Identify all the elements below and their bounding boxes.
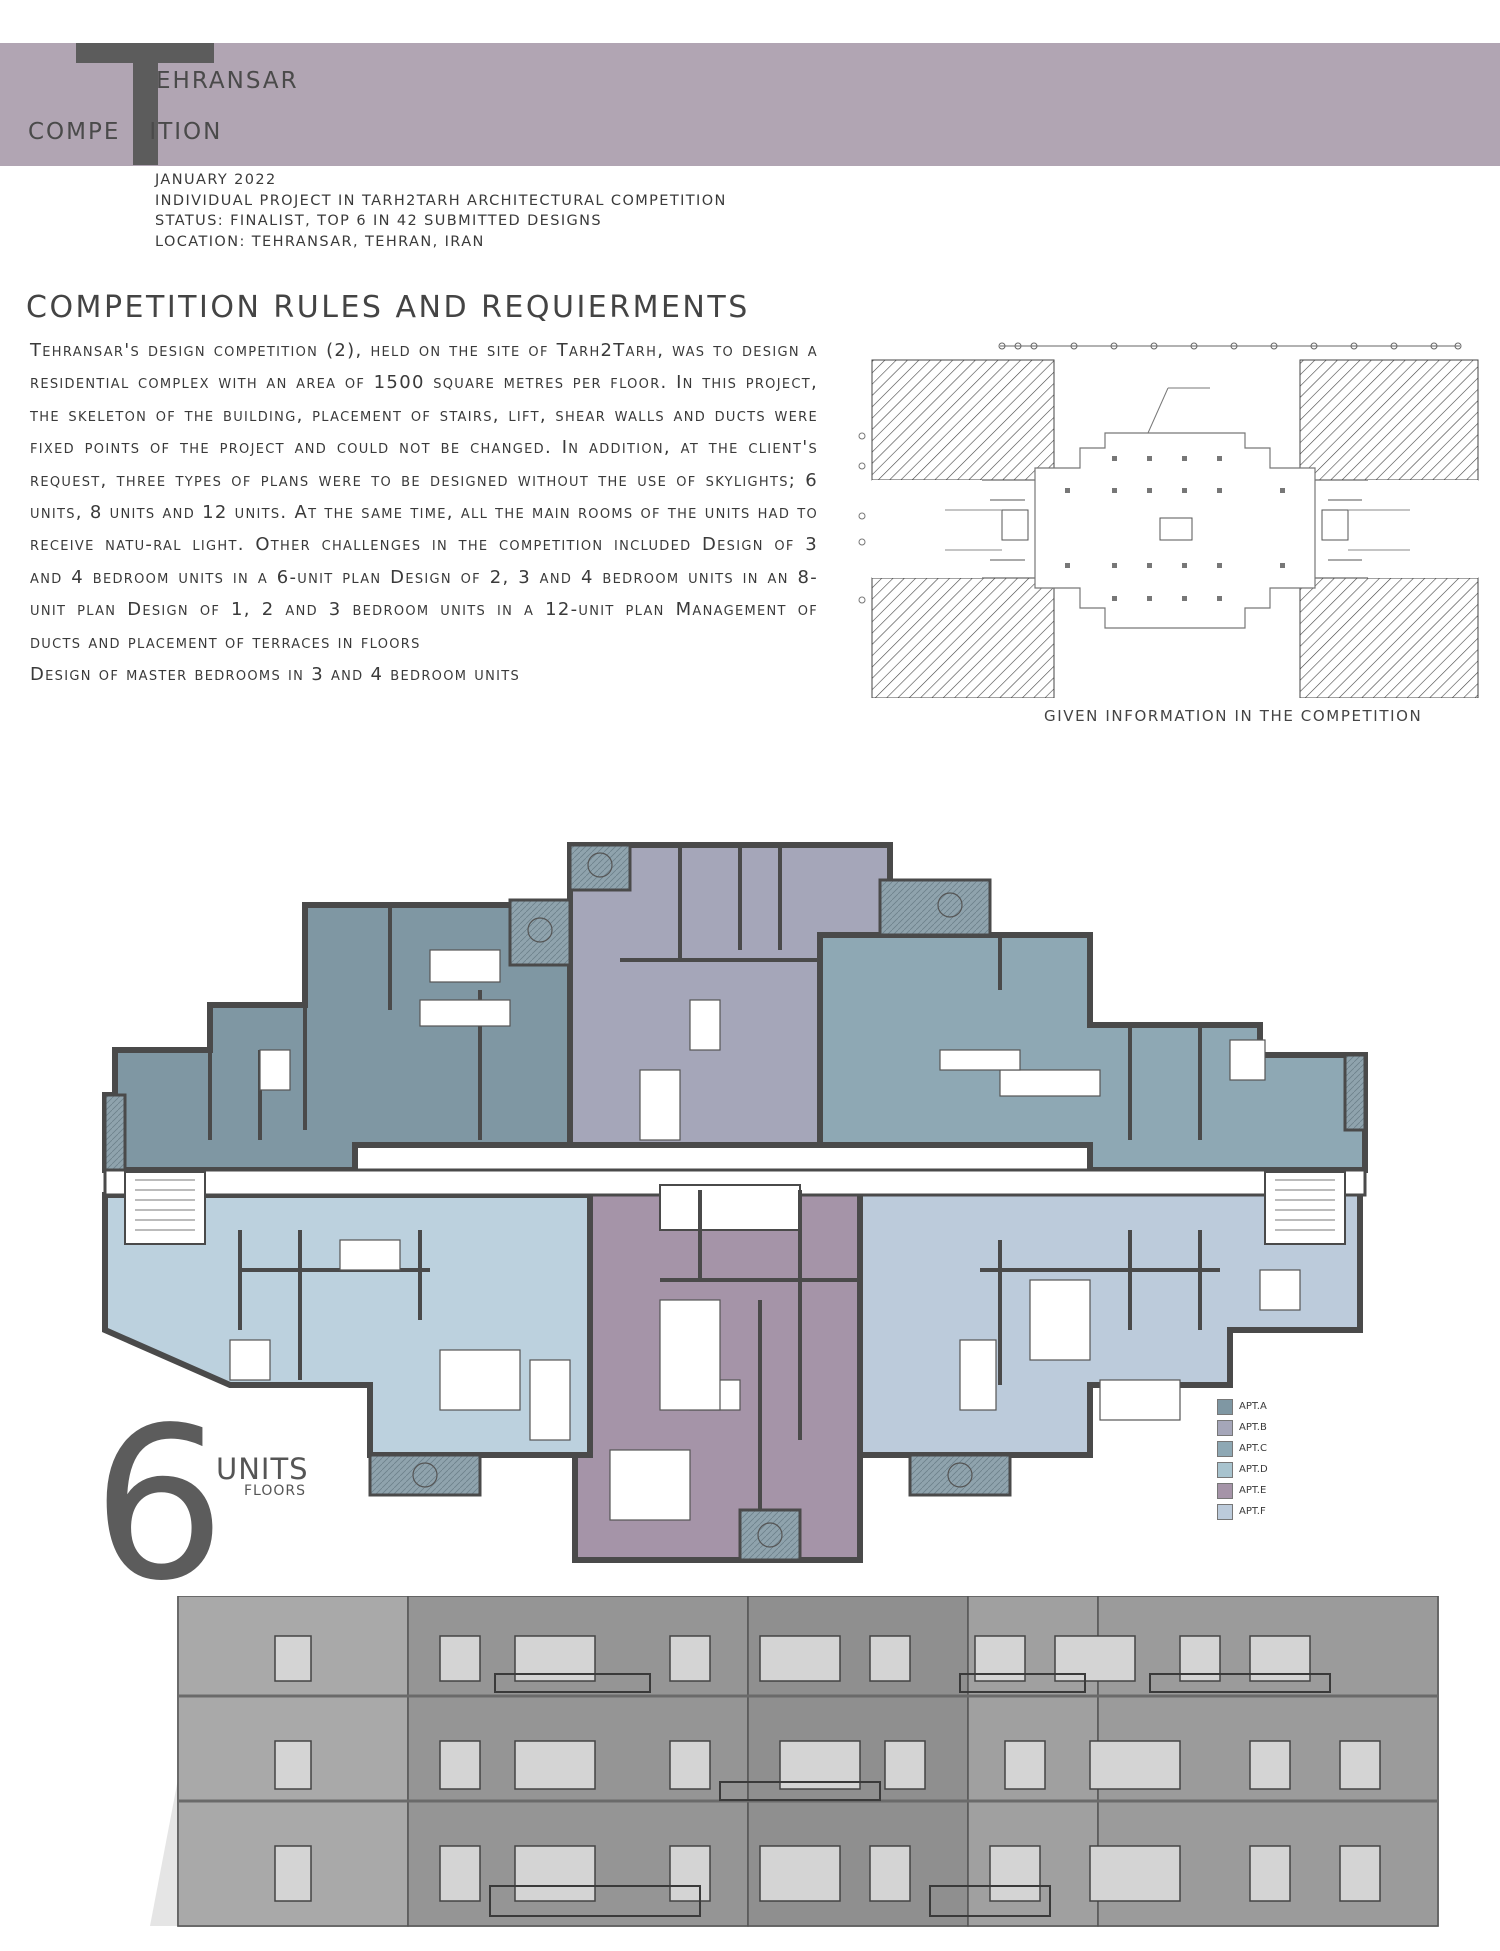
legend-swatch <box>1217 1503 1233 1520</box>
unit-count-number: 6 <box>92 1382 226 1627</box>
meta-location: LOCATION: TEHRANSAR, TEHRAN, IRAN <box>155 233 485 250</box>
body-paragraph-1: Tehransar's design competition (2), held… <box>30 340 818 653</box>
lift-core <box>659 1184 801 1231</box>
apt-c-zone <box>817 932 1368 1173</box>
given-info-caption: GIVEN INFORMATION IN THE COMPETITION <box>1044 707 1423 725</box>
legend-item-apt-a: APT.A <box>1217 1396 1268 1417</box>
terrace <box>508 898 572 967</box>
body-paragraph-2: Design of master bedrooms in 3 and 4 bed… <box>30 664 521 686</box>
header-banner <box>0 43 1500 166</box>
title-line-2-part-b: ITION <box>149 119 223 145</box>
section-heading: COMPETITION RULES AND REQUIERMENTS <box>26 290 750 325</box>
legend-swatch <box>1217 1461 1233 1478</box>
floor-plan-6-units <box>102 842 1368 1563</box>
legend-item-apt-e: APT.E <box>1217 1480 1268 1501</box>
stair-core-right <box>1264 1171 1346 1245</box>
legend-item-apt-f: APT.F <box>1217 1501 1268 1522</box>
title-line-2-part-a: COMPE <box>28 119 121 145</box>
terrace <box>103 1093 127 1172</box>
units-label: UNITS <box>216 1452 309 1486</box>
legend-item-apt-c: APT.C <box>1217 1438 1268 1459</box>
building-elevation-render <box>150 1596 1439 1927</box>
terrace <box>908 1453 1012 1497</box>
terrace <box>738 1508 802 1562</box>
project-meta: JANUARY 2022 INDIVIDUAL PROJECT IN TARH2… <box>155 170 727 252</box>
legend-swatch <box>1217 1482 1233 1499</box>
given-site-plan <box>858 342 1479 698</box>
title-line-2: COMPE ITION <box>28 119 222 145</box>
floors-label: FLOORS <box>244 1483 307 1499</box>
terrace <box>1343 1053 1367 1132</box>
legend-swatch <box>1217 1440 1233 1457</box>
apartment-legend: APT.A APT.B APT.C APT.D APT.E APT.F <box>1217 1396 1268 1522</box>
meta-status: STATUS: FINALIST, TOP 6 IN 42 SUBMITTED … <box>155 213 603 229</box>
legend-swatch <box>1217 1398 1233 1415</box>
title-line-1: EHRANSAR <box>156 68 299 94</box>
terrace <box>368 1453 482 1497</box>
stair-core-left <box>124 1171 206 1245</box>
meta-project: INDIVIDUAL PROJECT IN TARH2TARH ARCHITEC… <box>155 192 727 209</box>
meta-date: JANUARY 2022 <box>155 172 277 188</box>
legend-item-apt-d: APT.D <box>1217 1459 1268 1480</box>
terrace <box>878 878 992 937</box>
logo-letter-t-stem <box>133 43 158 165</box>
legend-swatch <box>1217 1419 1233 1436</box>
section-body: Tehransar's design competition (2), held… <box>30 335 818 691</box>
terrace <box>568 843 632 892</box>
legend-item-apt-b: APT.B <box>1217 1417 1268 1438</box>
apt-a-zone <box>102 902 573 1173</box>
